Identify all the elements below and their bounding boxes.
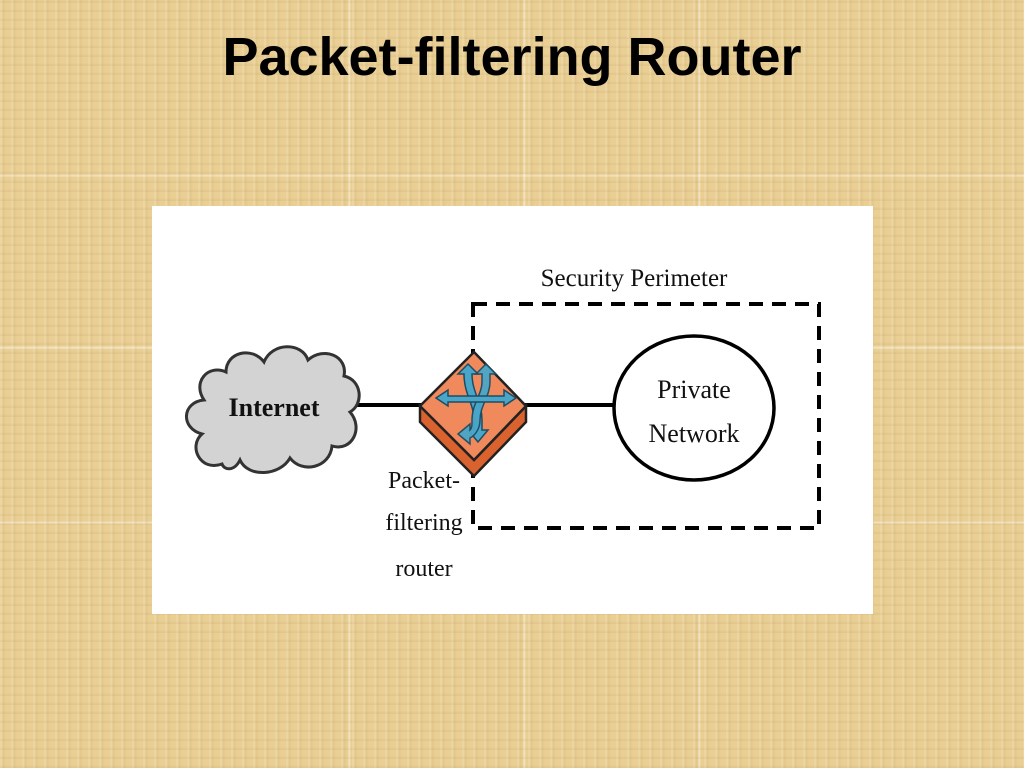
cloud-shape	[185, 345, 361, 474]
router-label-line-3: router	[395, 556, 452, 582]
diagram-panel: Security Perimeter Internet Packet- filt…	[152, 206, 873, 614]
private-network-label-line-2: Network	[649, 419, 740, 448]
router-label-line-1: Packet-	[388, 468, 460, 494]
security-perimeter-label: Security Perimeter	[541, 265, 728, 292]
internet-cloud	[185, 345, 361, 474]
router-icon	[418, 350, 528, 478]
private-network-label-line-1: Private	[657, 375, 731, 404]
private-network-node	[612, 334, 776, 482]
router-arrows-icon	[434, 362, 518, 446]
page-title: Packet-filtering Router	[222, 27, 802, 87]
internet-label: Internet	[229, 393, 320, 422]
security-perimeter-box	[471, 302, 821, 530]
router-label-line-2: filtering	[385, 510, 462, 536]
network-diagram: Security Perimeter Internet Packet- filt…	[185, 265, 821, 582]
